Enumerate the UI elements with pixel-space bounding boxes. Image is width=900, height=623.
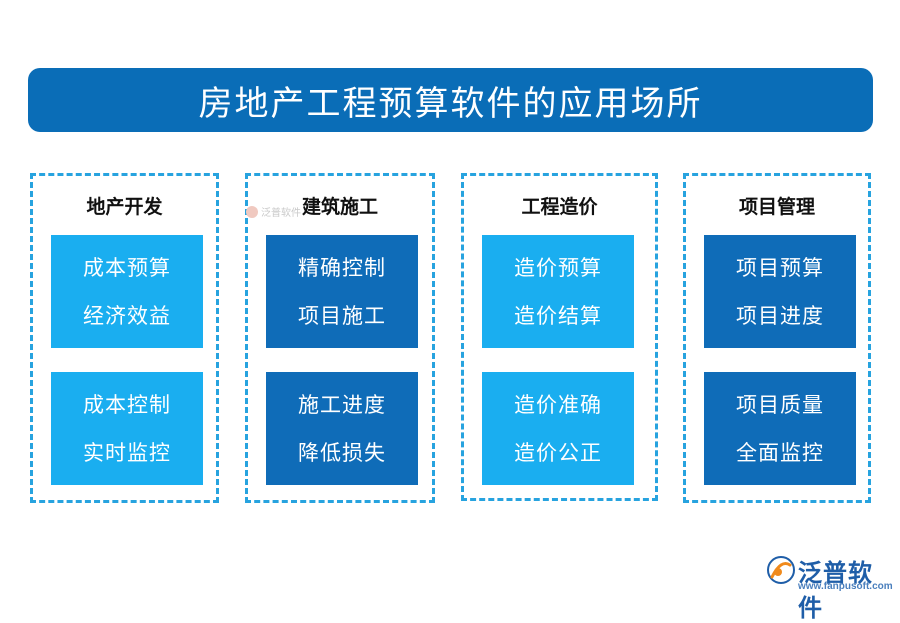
scenario-box: 精确控制 项目施工 (266, 235, 418, 348)
box-line: 项目预算 (736, 255, 824, 280)
box-line: 造价预算 (514, 255, 602, 280)
panel-construction: 建筑施工 精确控制 项目施工 施工进度 降低损失 (245, 173, 435, 503)
box-line: 造价结算 (514, 303, 602, 328)
fanpu-logo-icon (767, 556, 795, 584)
scenario-box: 成本控制 实时监控 (51, 372, 203, 485)
box-line: 经济效益 (83, 303, 171, 328)
box-line: 实时监控 (83, 440, 171, 465)
title-banner: 房地产工程预算软件的应用场所 (28, 68, 873, 132)
scenario-box: 项目预算 项目进度 (704, 235, 856, 348)
box-line: 项目进度 (736, 303, 824, 328)
panel-heading: 地产开发 (86, 196, 163, 218)
panel-project-management: 项目管理 项目预算 项目进度 项目质量 全面监控 (683, 173, 871, 503)
box-line: 造价准确 (514, 392, 602, 417)
watermark: 泛普软件 (246, 204, 301, 219)
panel-heading: 工程造价 (521, 196, 598, 218)
box-line: 成本预算 (83, 255, 171, 280)
box-line: 精确控制 (298, 255, 386, 280)
scenario-box: 成本预算 经济效益 (51, 235, 203, 348)
panel-heading: 项目管理 (738, 196, 815, 218)
box-line: 降低损失 (298, 440, 386, 465)
box-line: 全面监控 (736, 440, 824, 465)
box-line: 施工进度 (298, 392, 386, 417)
watermark-text: 泛普软件 (261, 208, 301, 219)
scenario-box: 造价准确 造价公正 (482, 372, 634, 485)
box-line: 项目质量 (736, 392, 824, 417)
scenario-box: 造价预算 造价结算 (482, 235, 634, 348)
page-title: 房地产工程预算软件的应用场所 (198, 83, 703, 124)
scenario-box: 项目质量 全面监控 (704, 372, 856, 485)
logo-url: www.fanpusoft.com (798, 581, 893, 592)
panel-heading: 建筑施工 (301, 196, 378, 218)
box-line: 成本控制 (83, 392, 171, 417)
watermark-logo-icon (246, 205, 258, 218)
panel-real-estate-development: 地产开发 成本预算 经济效益 成本控制 实时监控 (30, 173, 219, 503)
brand-logo: 泛普软件 www.fanpusoft.com (766, 551, 896, 622)
box-line: 项目施工 (298, 303, 386, 328)
scenario-box: 施工进度 降低损失 (266, 372, 418, 485)
box-line: 造价公正 (514, 440, 602, 465)
panel-cost-engineering: 工程造价 造价预算 造价结算 造价准确 造价公正 (461, 173, 658, 501)
